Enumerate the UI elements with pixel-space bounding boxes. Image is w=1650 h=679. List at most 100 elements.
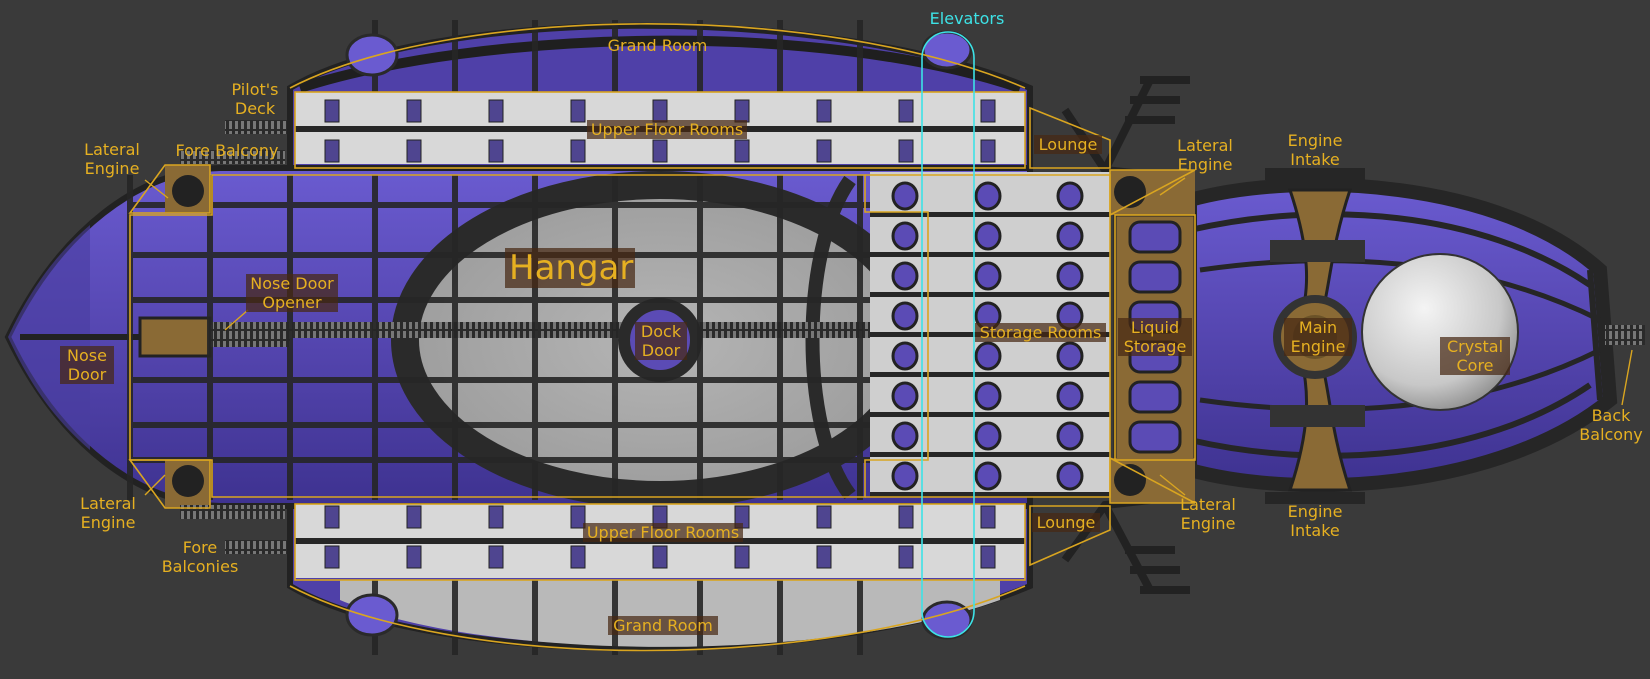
liquid-tank [1128,380,1182,414]
storage-shelf [870,252,1110,257]
label-upper-floor-rooms-bottom: Upper Floor Rooms [583,523,743,542]
storage-pod [1056,381,1084,411]
room-door [980,545,996,569]
liquid-tank [1128,260,1182,294]
room-door [570,99,586,123]
label-lounge-top: Lounge [1034,135,1102,154]
liquid-tank [1128,220,1182,254]
leader-lines [144,177,1633,496]
room-door [652,99,668,123]
crystal-core-sphere [1361,253,1519,411]
nose-door-opener [20,316,290,358]
storage-pod [891,341,919,371]
room-door [406,99,422,123]
storage-pod [1056,181,1084,211]
storage-pod [891,221,919,251]
label-lateral-engine-fore-bottom: Lateral Engine [80,494,136,532]
room-door [816,505,832,529]
liquid-tank [1128,420,1182,454]
label-lateral-engine-aft-bottom: Lateral Engine [1180,495,1236,533]
room-door [324,545,340,569]
label-engine-intake-top: Engine Intake [1287,131,1343,169]
room-door [652,545,668,569]
room-door [324,505,340,529]
storage-pod [974,221,1002,251]
storage-pod [1056,261,1084,291]
storage-shelf [870,452,1110,457]
label-nose-door: Nose Door [60,346,114,384]
storage-pod [891,381,919,411]
room-door [734,545,750,569]
room-door [406,139,422,163]
label-nose-door-opener: Nose Door Opener [246,274,338,312]
storage-pod [974,341,1002,371]
label-liquid-storage: Liquid Storage [1118,318,1192,356]
label-storage-rooms: Storage Rooms [975,323,1106,342]
label-lateral-engine-fore-top: Lateral Engine [84,140,140,178]
label-crystal-core: Crystal Core [1440,337,1510,375]
label-lounge-bottom: Lounge [1032,513,1100,532]
storage-pod [974,381,1002,411]
label-hangar: Hangar [505,248,635,288]
storage-shelf [870,492,1110,497]
room-door [570,139,586,163]
storage-pod [1056,421,1084,451]
storage-shelf [870,292,1110,297]
room-door [898,505,914,529]
storage-shelf [870,372,1110,377]
elevator-shaft-outline [921,31,975,638]
room-door [488,99,504,123]
room-door [816,545,832,569]
storage-pod [1056,461,1084,491]
storage-pod [974,421,1002,451]
room-door [488,505,504,529]
label-upper-floor-rooms-top: Upper Floor Rooms [587,120,747,139]
label-grand-room-top: Grand Room [607,36,708,55]
room-door [816,139,832,163]
storage-pod [974,461,1002,491]
storage-pod [1056,341,1084,371]
storage-shelf [870,212,1110,217]
room-door [734,99,750,123]
room-door [898,99,914,123]
room-door [324,139,340,163]
label-dock-door: Dock Door [635,322,687,360]
storage-pod [974,261,1002,291]
label-back-balcony: Back Balcony [1579,406,1643,444]
label-pilots-deck: Pilot's Deck [231,80,279,118]
zone-outlines [128,23,1196,652]
room-door [324,99,340,123]
label-grand-room-bottom: Grand Room [608,616,718,635]
room-door [488,139,504,163]
room-door [570,505,586,529]
storage-rooms [870,172,1110,497]
room-door [980,505,996,529]
room-door [488,545,504,569]
room-door [898,139,914,163]
room-door [980,139,996,163]
room-door [898,545,914,569]
label-elevators: Elevators [929,9,1005,28]
storage-pod [891,301,919,331]
storage-pod [891,461,919,491]
room-door [816,99,832,123]
room-door [652,139,668,163]
room-door [980,99,996,123]
storage-pod [891,421,919,451]
room-door [570,545,586,569]
storage-shelf [870,412,1110,417]
storage-pod [1056,221,1084,251]
storage-pod [891,181,919,211]
storage-pod [891,261,919,291]
room-door [406,505,422,529]
label-engine-intake-bottom: Engine Intake [1287,502,1343,540]
label-main-engine: Main Engine [1284,318,1352,356]
label-fore-balcony: Fore Balcony [175,141,279,160]
label-fore-balconies: Fore Balconies [161,538,239,576]
label-lateral-engine-aft-top: Lateral Engine [1177,136,1233,174]
storage-pod [974,181,1002,211]
room-door [734,139,750,163]
aft-fins [1061,76,1190,594]
